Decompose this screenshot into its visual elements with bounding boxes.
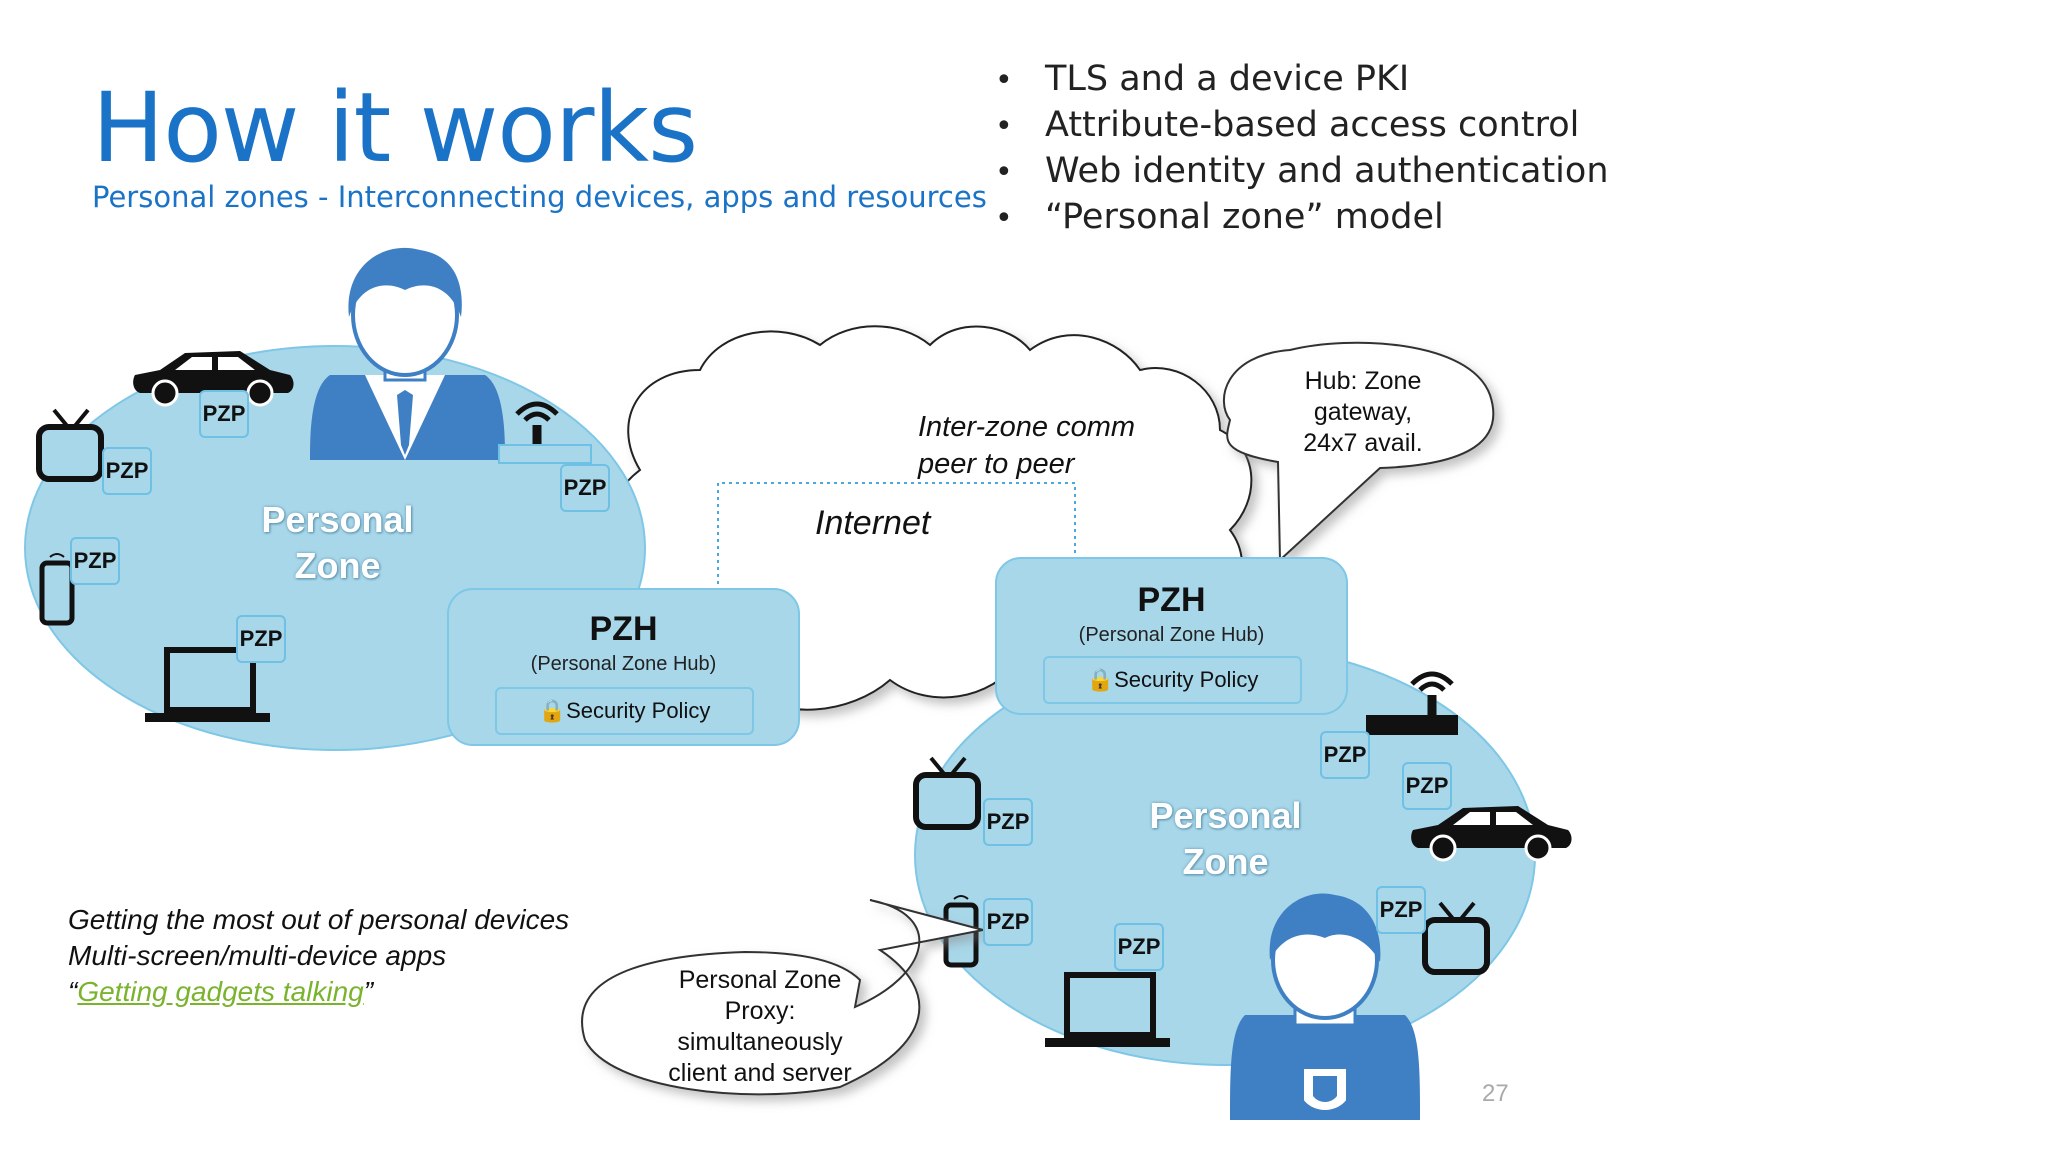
pzp-badge: PZP — [1114, 923, 1164, 971]
proxy-callout-bubble — [581, 899, 984, 1096]
pzp-badge: PZP — [983, 898, 1033, 946]
security-policy-box: 🔒Security Policy — [495, 687, 754, 735]
pzp-badge: PZP — [560, 464, 610, 512]
lock-icon: 🔒 — [538, 698, 567, 723]
car-icon — [133, 351, 294, 407]
hub-subtitle: (Personal Zone Hub) — [530, 653, 717, 675]
bullet-item: •Attribute-based access control — [995, 105, 1580, 145]
person-icon — [1230, 893, 1420, 1120]
router-icon — [1366, 671, 1458, 735]
pzp-badge: PZP — [1402, 762, 1452, 810]
proxy-callout-text: Personal Zone Proxy: simultaneously clie… — [668, 966, 852, 1087]
slide-subtitle: Personal zones - Interconnecting devices… — [92, 180, 987, 214]
bullet-item: •“Personal zone” model — [995, 197, 1444, 237]
router-icon — [498, 401, 592, 464]
pzp-badge: PZP — [1320, 731, 1370, 779]
pzp-badge: PZP — [102, 447, 152, 495]
tv-icon — [36, 408, 104, 482]
pzp-badge: PZP — [1376, 886, 1426, 934]
tv-icon — [913, 756, 981, 830]
left-hub: PZH (Personal Zone Hub) 🔒Security Policy — [447, 588, 800, 746]
tv-icon — [1422, 901, 1490, 975]
right-hub: PZH (Personal Zone Hub) 🔒Security Policy — [995, 557, 1348, 715]
internet-label: Internet — [815, 504, 931, 542]
pzp-badge: PZP — [199, 390, 249, 438]
security-policy-box: 🔒Security Policy — [1043, 656, 1302, 704]
pzp-badge: PZP — [983, 798, 1033, 846]
bullet-item: •Web identity and authentication — [995, 151, 1609, 191]
hub-subtitle: (Personal Zone Hub) — [1078, 624, 1265, 646]
page-number: 27 — [1482, 1080, 1509, 1107]
car-icon — [1411, 806, 1572, 862]
person-icon — [310, 247, 505, 460]
hub-title: PZH — [1137, 581, 1206, 619]
laptop-icon — [1045, 972, 1170, 1047]
pzp-badge: PZP — [236, 615, 286, 663]
phone-icon — [39, 553, 75, 626]
bullet-list: •TLS and a device PKI •Attribute-based a… — [995, 56, 1609, 240]
hub-title: PZH — [589, 610, 658, 648]
slide-title: How it works — [92, 72, 698, 184]
lock-icon: 🔒 — [1086, 667, 1115, 692]
bullet-item: •TLS and a device PKI — [995, 59, 1410, 99]
pzp-badge: PZP — [70, 537, 120, 585]
hub-callout-text: Hub: Zone gateway, 24x7 avail. — [1303, 367, 1423, 457]
hub-callout-bubble — [1222, 341, 1495, 563]
footnote: Getting the most out of personal devices… — [68, 904, 570, 1007]
gadgets-talking-link[interactable]: Getting gadgets talking — [77, 976, 364, 1007]
